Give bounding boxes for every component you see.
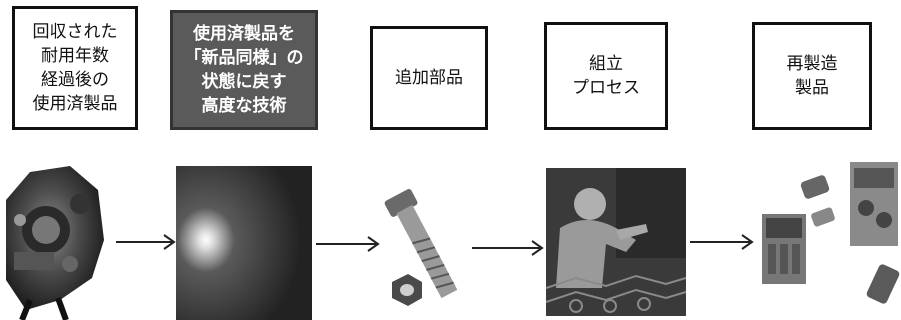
bolt-and-nut-image — [384, 189, 458, 306]
remanufactured-parts-image — [762, 162, 900, 304]
step-4-label: 組立 プロセス — [544, 22, 668, 130]
arrow-4-icon — [690, 234, 754, 250]
used-engine-image — [6, 166, 104, 320]
arrow-1-icon — [116, 234, 176, 250]
step-2-label: 使用済製品を 「新品同様」の 状態に戻す 高度な技術 — [170, 10, 318, 130]
arrow-2-icon — [316, 236, 380, 252]
step-1-label: 回収された 耐用年数 経過後の 使用済製品 — [12, 6, 138, 130]
restoration-glow-image — [176, 166, 312, 320]
step-5-label: 再製造 製品 — [752, 22, 872, 130]
arrow-3-icon — [472, 240, 544, 256]
assembly-worker-image — [546, 168, 686, 316]
step-3-label: 追加部品 — [370, 26, 488, 130]
